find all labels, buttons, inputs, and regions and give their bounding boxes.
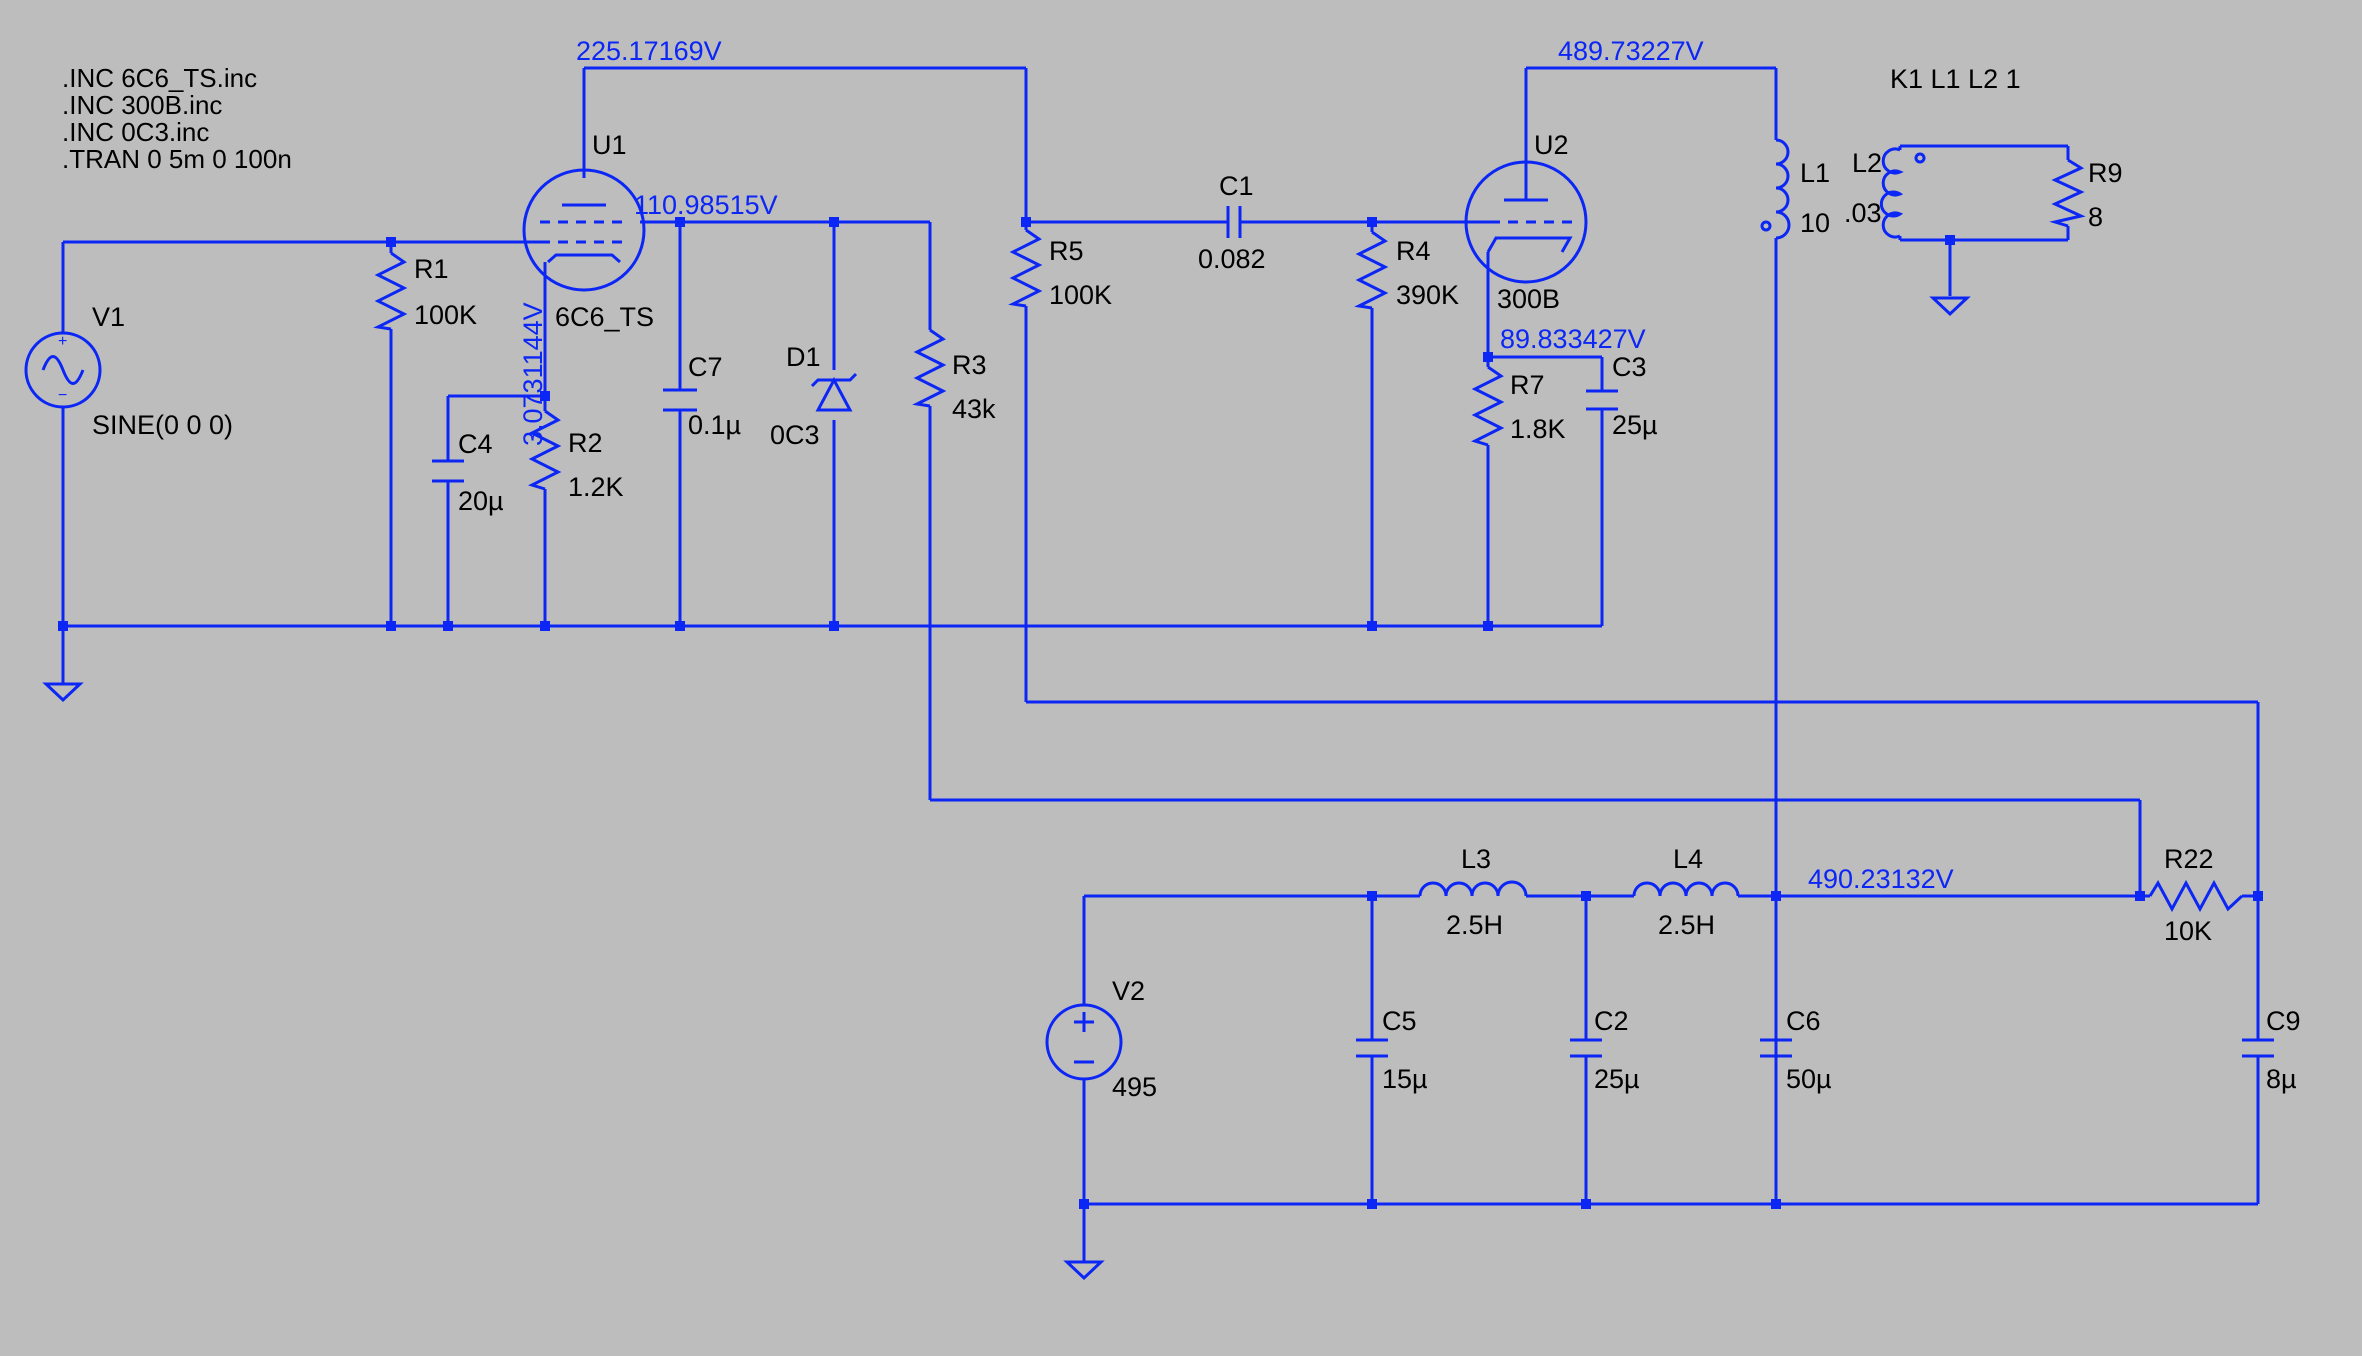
l1-inductor[interactable]	[1760, 138, 1791, 240]
r1-value: 100K	[414, 300, 477, 330]
r7-resistor[interactable]	[1470, 365, 1505, 447]
v2-dc-source[interactable]	[1045, 1003, 1123, 1081]
svg-text:+: +	[58, 333, 67, 350]
c7-value: 0.1µ	[688, 410, 741, 440]
c9-value: 8µ	[2266, 1064, 2297, 1094]
r3-label: R3	[952, 350, 987, 380]
c4-value: 20µ	[458, 486, 504, 516]
svg-text:−: −	[58, 387, 67, 404]
c1-label: C1	[1219, 171, 1254, 201]
directive-inc-300b: .INC 300B.inc	[62, 90, 222, 120]
v2-value: 495	[1112, 1072, 1157, 1102]
u1-cathode-voltage: 3.0731144V	[518, 302, 548, 446]
l1-value: 10	[1800, 208, 1830, 238]
r9-value: 8	[2088, 202, 2103, 232]
l2-label: L2	[1852, 148, 1882, 178]
c2-label: C2	[1594, 1006, 1629, 1036]
v1-label: V1	[92, 302, 125, 332]
v2-label: V2	[1112, 976, 1145, 1006]
ground-symbol-v2	[1063, 1260, 1105, 1281]
c3-capacitor[interactable]	[1586, 389, 1618, 411]
l2-inductor[interactable]	[1879, 147, 1926, 239]
u2-label: U2	[1534, 130, 1569, 160]
c4-label: C4	[458, 429, 493, 459]
u1-screen-voltage: 110.98515V	[634, 190, 778, 220]
r22-value: 10K	[2164, 916, 2212, 946]
r22-label: R22	[2164, 844, 2214, 874]
r22-resistor[interactable]	[2148, 879, 2244, 913]
d1-zener-diode[interactable]	[810, 372, 858, 412]
u1-label: U1	[592, 130, 627, 160]
wires	[61, 66, 2260, 1262]
c5-value: 15µ	[1382, 1064, 1428, 1094]
c9-label: C9	[2266, 1006, 2301, 1036]
r9-label: R9	[2088, 158, 2123, 188]
r1-label: R1	[414, 254, 449, 284]
coupling-directive: K1 L1 L2 1	[1890, 64, 2021, 94]
r4-label: R4	[1396, 236, 1431, 266]
v1-value: SINE(0 0 0)	[92, 410, 233, 440]
ground-symbol-v1	[42, 682, 84, 703]
v1-sine-source[interactable]: + −	[24, 331, 102, 409]
directive-inc-0c3: .INC 0C3.inc	[62, 117, 209, 147]
c6-capacitor[interactable]	[1760, 1038, 1792, 1058]
ground-symbol-output	[1929, 296, 1971, 317]
directive-inc-6c6: .INC 6C6_TS.inc	[62, 63, 257, 93]
u1-model: 6C6_TS	[555, 302, 654, 332]
r2-resistor[interactable]	[527, 409, 562, 491]
c2-value: 25µ	[1594, 1064, 1640, 1094]
l1-label: L1	[1800, 158, 1830, 188]
u2-cathode-voltage: 89.833427V	[1500, 324, 1646, 354]
c2-capacitor[interactable]	[1570, 1038, 1602, 1058]
c1-value: 0.082	[1198, 244, 1266, 274]
c6-value: 50µ	[1786, 1064, 1832, 1094]
r5-label: R5	[1049, 236, 1084, 266]
c3-label: C3	[1612, 352, 1647, 382]
directive-tran: .TRAN 0 5m 0 100n	[62, 144, 292, 174]
u2-model: 300B	[1497, 284, 1560, 314]
u1-plate-voltage: 225.17169V	[576, 36, 722, 66]
d1-label: D1	[786, 342, 821, 372]
r4-resistor[interactable]	[1354, 230, 1389, 310]
c5-capacitor[interactable]	[1356, 1038, 1388, 1058]
r5-resistor[interactable]	[1008, 228, 1043, 308]
l2-value: .03	[1844, 198, 1882, 228]
supply-voltage: 490.23132V	[1808, 864, 1954, 894]
l3-inductor[interactable]	[1418, 880, 1528, 897]
spice-directives: .INC 6C6_TS.inc .INC 300B.inc .INC 0C3.i…	[62, 63, 292, 174]
junction-dots	[58, 217, 2263, 1209]
r2-label: R2	[568, 428, 603, 458]
l4-label: L4	[1673, 844, 1703, 874]
r4-value: 390K	[1396, 280, 1459, 310]
r5-value: 100K	[1049, 280, 1112, 310]
c7-label: C7	[688, 352, 723, 382]
l3-value: 2.5H	[1446, 910, 1503, 940]
d1-value: 0C3	[770, 420, 820, 450]
l4-value: 2.5H	[1658, 910, 1715, 940]
l4-inductor[interactable]	[1632, 881, 1740, 897]
c4-capacitor[interactable]	[432, 459, 464, 483]
c3-value: 25µ	[1612, 410, 1658, 440]
r7-value: 1.8K	[1510, 414, 1566, 444]
u2-tube[interactable]	[1464, 160, 1588, 284]
r7-label: R7	[1510, 370, 1545, 400]
c5-label: C5	[1382, 1006, 1417, 1036]
c6-label: C6	[1786, 1006, 1821, 1036]
r1-resistor[interactable]	[373, 251, 408, 331]
c7-capacitor[interactable]	[663, 388, 697, 412]
c9-capacitor[interactable]	[2242, 1038, 2274, 1058]
u1-tube[interactable]	[522, 168, 646, 292]
l3-label: L3	[1461, 844, 1491, 874]
c1-capacitor[interactable]	[1226, 206, 1242, 238]
u2-plate-voltage: 489.73227V	[1558, 36, 1704, 66]
r3-resistor[interactable]	[912, 328, 947, 408]
r3-value: 43k	[952, 394, 996, 424]
r2-value: 1.2K	[568, 472, 624, 502]
r9-resistor[interactable]	[2049, 158, 2086, 228]
